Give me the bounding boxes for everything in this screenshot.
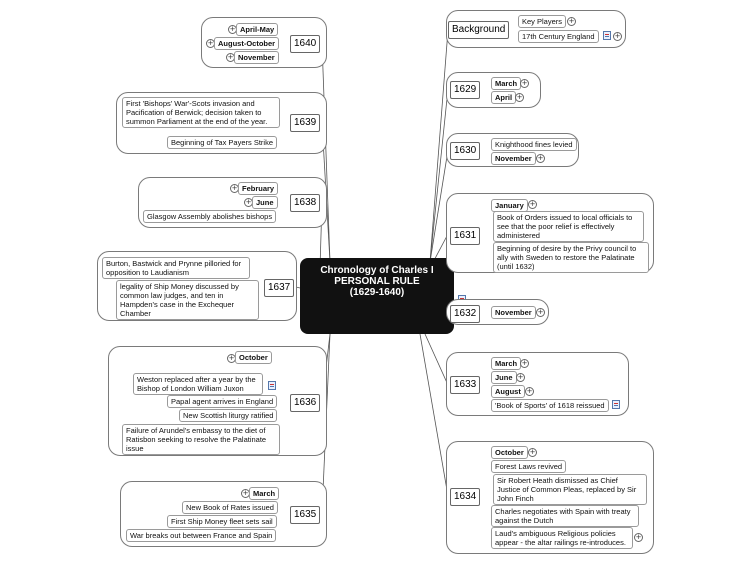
spain-treaty-item[interactable]: Charles negotiates with Spain with treat… xyxy=(491,505,639,527)
central-topic[interactable]: Chronology of Charles I PERSONAL RULE (1… xyxy=(300,258,454,334)
august-october-1640-item[interactable]: August-October xyxy=(214,37,280,50)
robert-heath-item[interactable]: Sir Robert Heath dismissed as Chief Just… xyxy=(493,474,647,505)
plus-icon[interactable]: + xyxy=(516,373,525,382)
note-icon[interactable] xyxy=(268,381,276,390)
year-1638-node[interactable]: 1638 xyxy=(290,194,321,212)
year-1637-node[interactable]: 1637 xyxy=(264,279,295,297)
note-icon[interactable] xyxy=(612,400,620,409)
bishops-war-item[interactable]: First 'Bishops' War'-Scots invasion and … xyxy=(122,97,280,128)
arundel-embassy-item[interactable]: Failure of Arundel's embassy to the diet… xyxy=(122,424,280,455)
april-may-1640-item[interactable]: April-May xyxy=(236,23,279,36)
new-book-of-rates-item[interactable]: New Book of Rates issued xyxy=(182,501,278,514)
key-players-item[interactable]: Key Players xyxy=(518,15,567,28)
year-1632-node[interactable]: 1632 xyxy=(450,305,481,323)
central-years: (1629-1640) xyxy=(349,287,405,298)
plus-icon[interactable]: + xyxy=(528,448,537,457)
plus-icon[interactable]: + xyxy=(634,533,643,542)
17th-century-england-item[interactable]: 17th Century England xyxy=(518,30,599,43)
october-1636-item[interactable]: October xyxy=(235,351,272,364)
plus-icon[interactable]: + xyxy=(536,154,545,163)
june-1633-item[interactable]: June xyxy=(491,371,517,384)
year-1630-node[interactable]: 1630 xyxy=(450,142,481,160)
background-node[interactable]: Background xyxy=(448,21,510,39)
laud-religious-policies-item[interactable]: Laud's ambiguous Religious policies appe… xyxy=(491,527,633,549)
year-1635-node[interactable]: 1635 xyxy=(290,506,321,524)
central-subtitle: PERSONAL RULE xyxy=(334,276,420,287)
glasgow-assembly-item[interactable]: Glasgow Assembly abolishes bishops xyxy=(143,210,277,223)
april-1629-item[interactable]: April xyxy=(491,91,517,104)
plus-icon[interactable]: + xyxy=(536,308,545,317)
ship-money-fleet-item[interactable]: First Ship Money fleet sets sail xyxy=(167,515,277,528)
forest-laws-item[interactable]: Forest Laws revived xyxy=(491,460,567,473)
tax-payers-strike-item[interactable]: Beginning of Tax Payers Strike xyxy=(167,136,278,149)
plus-icon[interactable]: + xyxy=(613,32,622,41)
year-1631-node[interactable]: 1631 xyxy=(450,227,481,245)
burton-bastwick-prynne-item[interactable]: Burton, Bastwick and Prynne pilloried fo… xyxy=(102,257,250,279)
plus-icon[interactable]: + xyxy=(520,359,529,368)
year-1640-node[interactable]: 1640 xyxy=(290,35,321,53)
central-title: Chronology of Charles I xyxy=(320,265,434,276)
knighthood-fines-item[interactable]: Knighthood fines levied xyxy=(491,138,577,151)
march-1635-item[interactable]: March xyxy=(249,487,280,500)
note-icon[interactable] xyxy=(603,31,611,40)
november-1630-item[interactable]: November xyxy=(491,152,536,165)
year-1636-node[interactable]: 1636 xyxy=(290,394,321,412)
year-1639-node[interactable]: 1639 xyxy=(290,114,321,132)
year-1633-node[interactable]: 1633 xyxy=(450,376,481,394)
book-of-sports-item[interactable]: 'Book of Sports' of 1618 reissued xyxy=(491,399,609,412)
papal-agent-item[interactable]: Papal agent arrives in England xyxy=(167,395,278,408)
book-of-orders-item[interactable]: Book of Orders issued to local officials… xyxy=(493,211,644,242)
october-1634-item[interactable]: October xyxy=(491,446,528,459)
november-1640-item[interactable]: November xyxy=(234,51,279,64)
june-1638-item[interactable]: June xyxy=(252,196,278,209)
february-1638-item[interactable]: February xyxy=(238,182,279,195)
plus-icon[interactable]: + xyxy=(515,93,524,102)
plus-icon[interactable]: + xyxy=(520,79,529,88)
scottish-liturgy-item[interactable]: New Scottish liturgy ratified xyxy=(179,409,278,422)
plus-icon[interactable]: + xyxy=(525,387,534,396)
march-1629-item[interactable]: March xyxy=(491,77,522,90)
plus-icon[interactable]: + xyxy=(528,200,537,209)
france-spain-war-item[interactable]: War breaks out between France and Spain xyxy=(126,529,277,542)
weston-replaced-item[interactable]: Weston replaced after a year by the Bish… xyxy=(133,373,263,395)
november-1632-item[interactable]: November xyxy=(491,306,536,319)
august-1633-item[interactable]: August xyxy=(491,385,525,398)
ship-money-legality-item[interactable]: legality of Ship Money discussed by comm… xyxy=(116,280,259,320)
march-1633-item[interactable]: March xyxy=(491,357,522,370)
privy-council-sweden-item[interactable]: Beginning of desire by the Privy council… xyxy=(493,242,649,273)
year-1629-node[interactable]: 1629 xyxy=(450,81,481,99)
plus-icon[interactable]: + xyxy=(567,17,576,26)
year-1634-node[interactable]: 1634 xyxy=(450,488,481,506)
